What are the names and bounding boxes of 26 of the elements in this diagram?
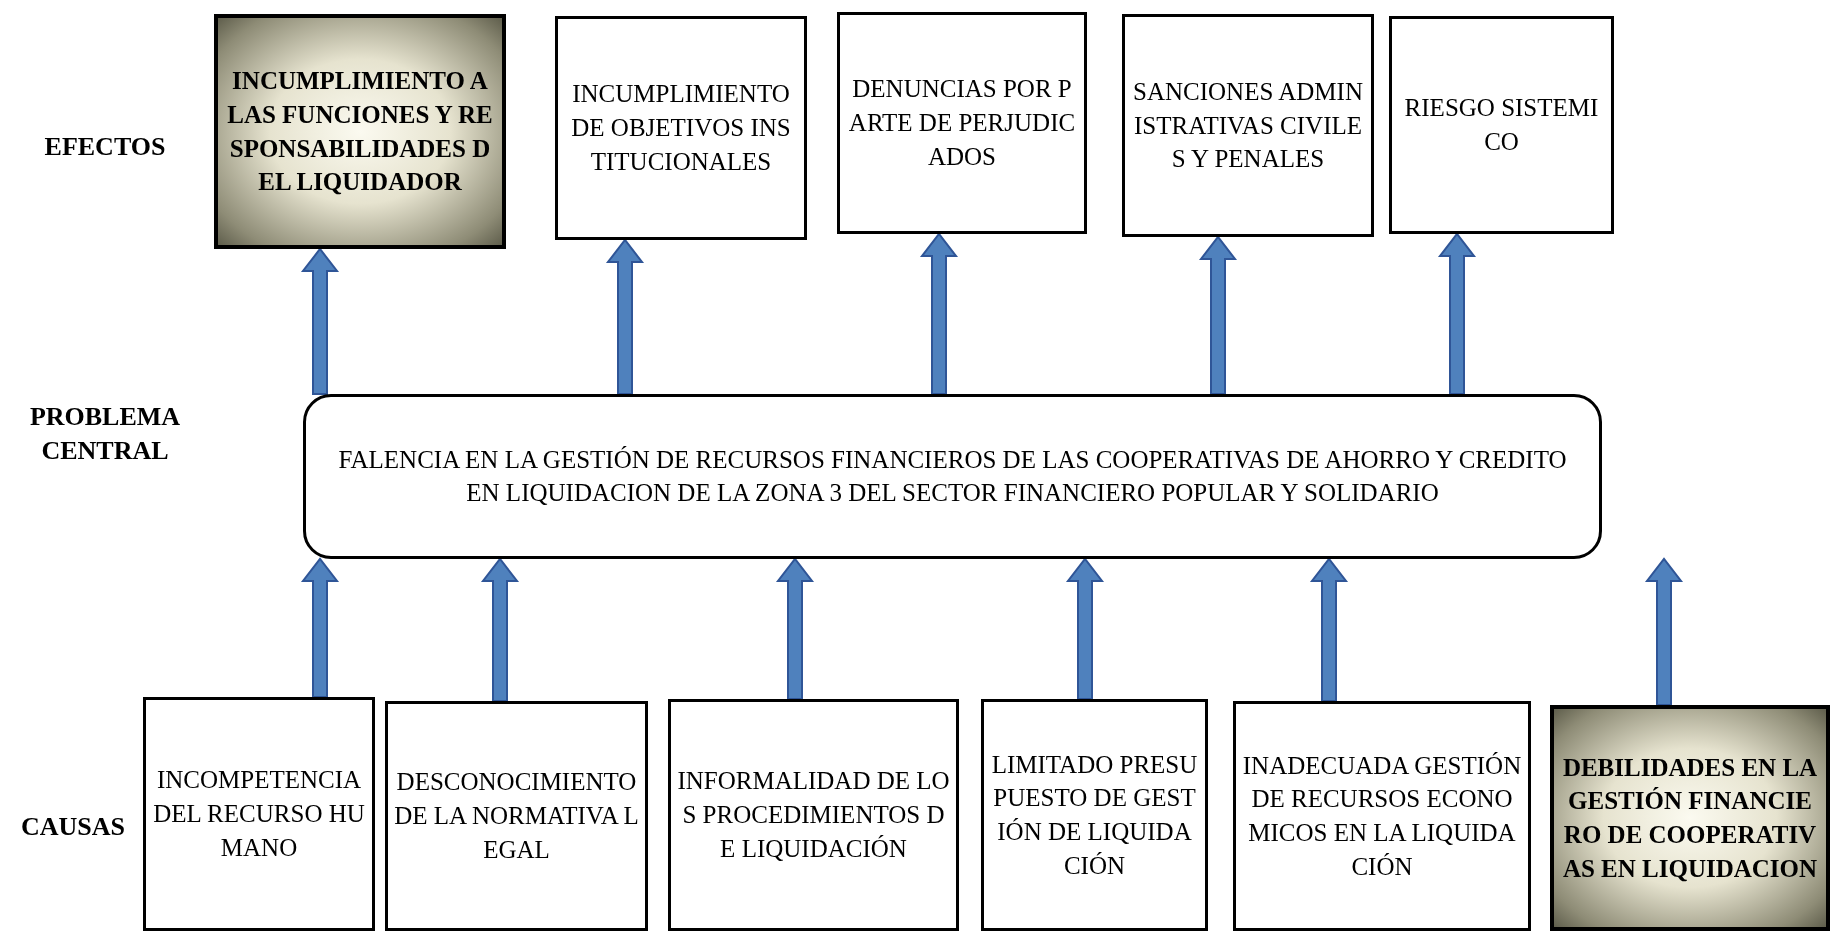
text-box: LIMITADO PRESUPUESTO DE GESTIÓN DE LIQUIDACIÓN	[981, 699, 1208, 931]
text-box: INCUMPLIMIENTO A LAS FUNCIONES Y RESPONSABILIDADES DEL LIQUIDADOR	[214, 14, 506, 249]
block-arrow	[1065, 557, 1105, 700]
text-box: INADECUADA GESTIÓN DE RECURSOS ECONOMICOS EN LA LIQUIDACIÓN	[1233, 701, 1531, 931]
block-arrow	[1644, 557, 1684, 706]
text-box: DESCONOCIMIENTO DE LA NORMATIVA LEGAL	[385, 701, 648, 931]
text-box: DENUNCIAS POR PARTE DE PERJUDICADOS	[837, 12, 1087, 234]
row-label: EFECTOS	[43, 131, 167, 163]
block-arrow	[605, 238, 645, 395]
text-box: SANCIONES ADMINISTRATIVAS CIVILES Y PENALES	[1122, 14, 1374, 237]
block-arrow	[300, 247, 340, 395]
block-arrow	[1198, 235, 1238, 395]
text-box: INFORMALIDAD DE LOS PROCEDIMIENTOS DE LIQUIDACIÓN	[668, 699, 959, 931]
block-arrow	[300, 557, 340, 698]
block-arrow	[919, 232, 959, 395]
row-label: PROBLEMA CENTRAL	[28, 401, 182, 467]
text-box: INCOMPETENCIA DEL RECURSO HUMANO	[143, 697, 375, 931]
text-box: DEBILIDADES EN LA GESTIÓN FINANCIERO DE COOPERATIVAS EN LIQUIDACION	[1550, 705, 1830, 931]
block-arrow	[775, 557, 815, 700]
text-box: RIESGO SISTEMICO	[1389, 16, 1614, 234]
block-arrow	[1309, 557, 1349, 702]
block-arrow	[480, 557, 520, 702]
block-arrow	[1437, 232, 1477, 395]
text-box: INCUMPLIMIENTO DE OBJETIVOS INSTITUCIONALES	[555, 16, 807, 240]
problem-box: FALENCIA EN LA GESTIÓN DE RECURSOS FINANCIEROS DE LAS COOPERATIVAS DE AHORRO Y CREDITO EN LIQUIDACION DE LA ZONA 3 DEL SECTOR FINANCIERO POPULAR Y SOLIDARIO	[303, 394, 1602, 559]
row-label: CAUSAS	[20, 811, 126, 843]
